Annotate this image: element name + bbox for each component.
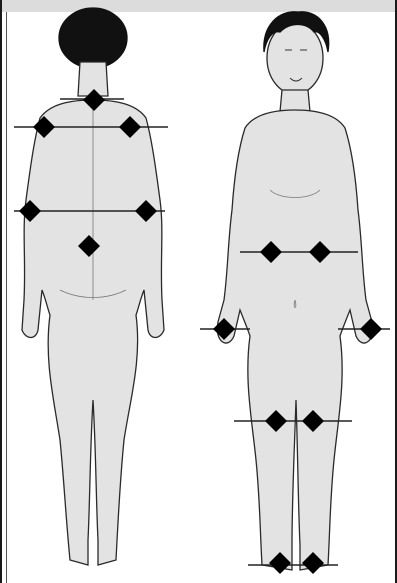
front-view-figure <box>217 12 372 570</box>
front-neck <box>280 90 310 112</box>
back-hair <box>59 8 127 68</box>
front-body-silhouette <box>217 110 372 570</box>
